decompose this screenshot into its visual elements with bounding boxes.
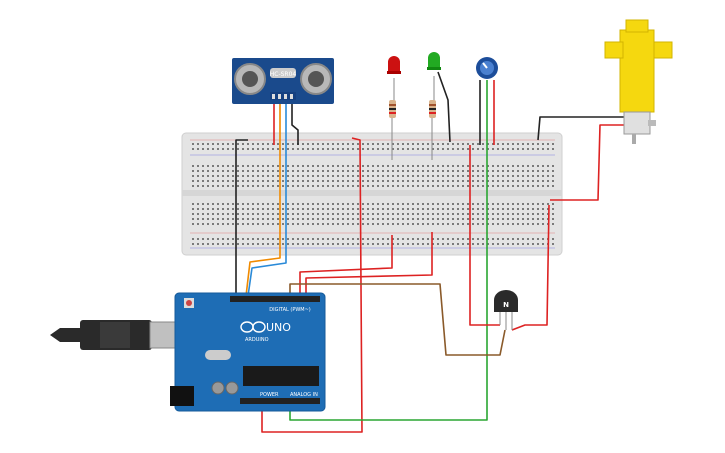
breadboard-holes xyxy=(192,143,554,245)
arduino-uno: DIGITAL (PWM~) UNO ARDUINO POWER ANALOG … xyxy=(170,292,326,412)
wire-motor-pos xyxy=(550,124,625,201)
wire-transistor-brown xyxy=(289,283,506,356)
power-label: POWER xyxy=(260,392,279,398)
resistor-green xyxy=(429,100,436,118)
wire-motor-gnd xyxy=(537,116,625,141)
dc-motor xyxy=(604,19,673,144)
transistor: N xyxy=(494,290,518,330)
usb-cable xyxy=(50,320,181,350)
potentiometer xyxy=(476,57,498,79)
wire-sensor-gnd xyxy=(291,103,299,145)
wire-5v xyxy=(261,137,363,433)
led-green xyxy=(427,52,441,70)
analog-label: ANALOG IN xyxy=(290,392,318,398)
led-red xyxy=(387,56,401,74)
wire-sensor-trig xyxy=(245,103,281,297)
arduino-logo xyxy=(240,321,266,333)
breadboard xyxy=(181,132,563,256)
digital-label: DIGITAL (PWM~) xyxy=(269,307,311,313)
digital-header xyxy=(230,296,320,302)
wire-led-green xyxy=(305,232,433,296)
wire-gnd-arduino xyxy=(235,139,248,296)
brand-label: ARDUINO xyxy=(245,337,269,343)
model-label: UNO xyxy=(266,321,291,334)
wire-transistor-emitter xyxy=(511,204,550,331)
resistor-red xyxy=(389,100,396,118)
microcontroller-chip xyxy=(243,366,319,386)
wire-transistor-red xyxy=(469,145,500,326)
power-analog-header xyxy=(240,398,320,404)
wire-sensor-echo xyxy=(247,103,287,297)
ultrasonic-sensor: HC-SR04 xyxy=(232,58,334,104)
wires xyxy=(235,71,625,433)
wire-led-gnd xyxy=(437,71,451,143)
sensor-label: HC-SR04 xyxy=(270,71,297,78)
transistor-label: N xyxy=(503,301,509,309)
